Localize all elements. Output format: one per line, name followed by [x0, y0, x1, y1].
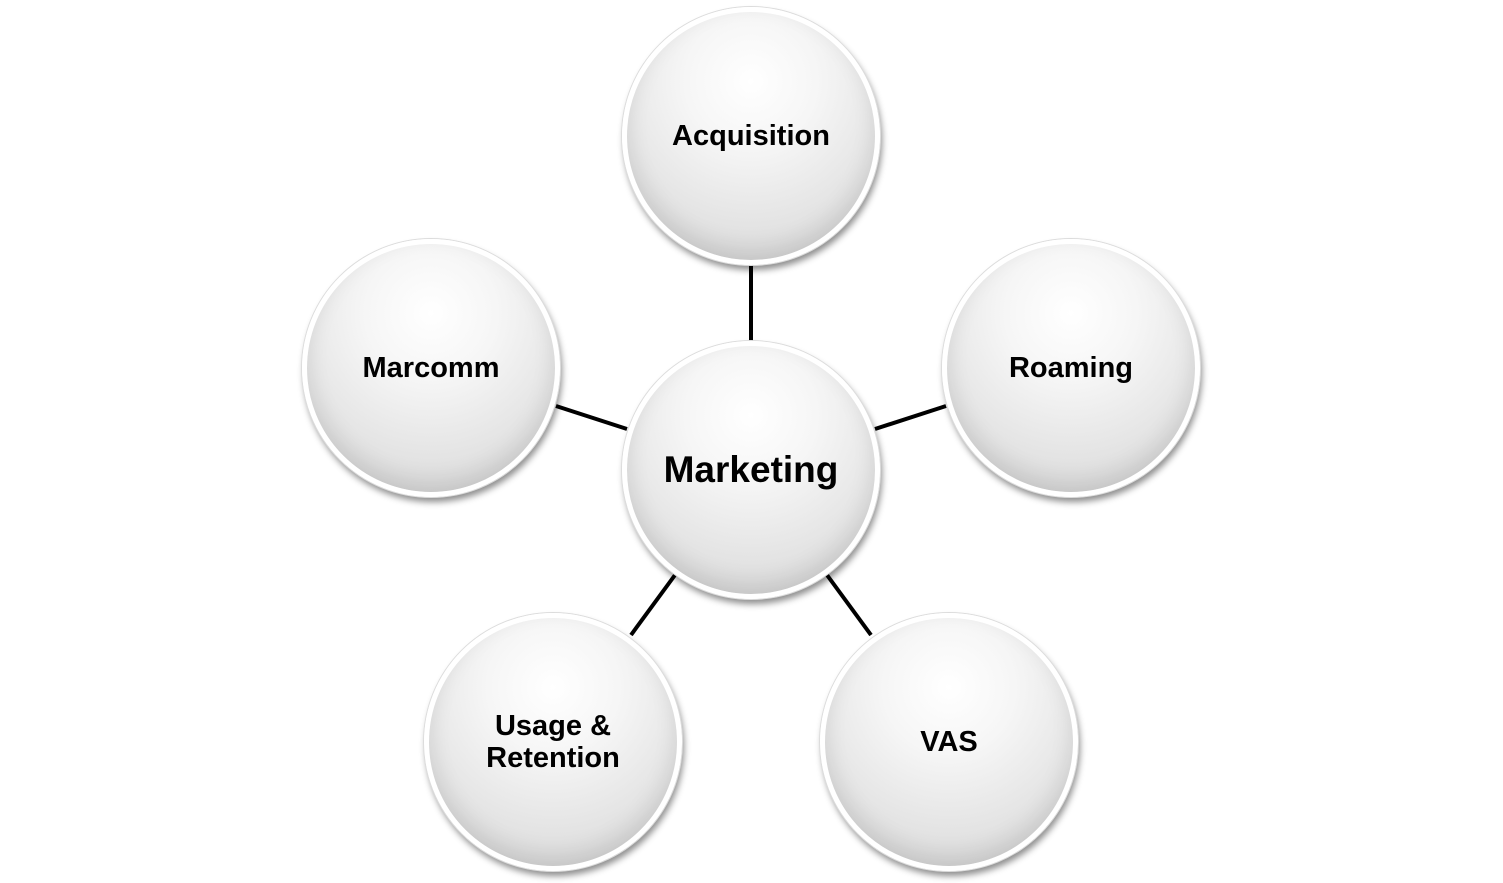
connector-vas [825, 573, 873, 637]
node-acquisition: Acquisition [622, 7, 880, 265]
node-vas: VAS [820, 613, 1078, 871]
center-node-label: Marketing [663, 449, 839, 490]
connector-marcomm [555, 404, 628, 431]
node-roaming-label: Roaming [1008, 352, 1134, 384]
node-acquisition-label: Acquisition [672, 120, 830, 152]
connector-usage-retention [629, 573, 677, 637]
connector-roaming [874, 404, 947, 431]
node-usage-retention: Usage & Retention [424, 613, 682, 871]
center-node-marketing: Marketing [622, 341, 880, 599]
node-vas-label: VAS [920, 726, 978, 758]
node-roaming: Roaming [942, 239, 1200, 497]
node-marcomm: Marcomm [302, 239, 560, 497]
node-usage-retention-label: Usage & Retention [486, 710, 620, 774]
node-marcomm-label: Marcomm [362, 352, 500, 384]
